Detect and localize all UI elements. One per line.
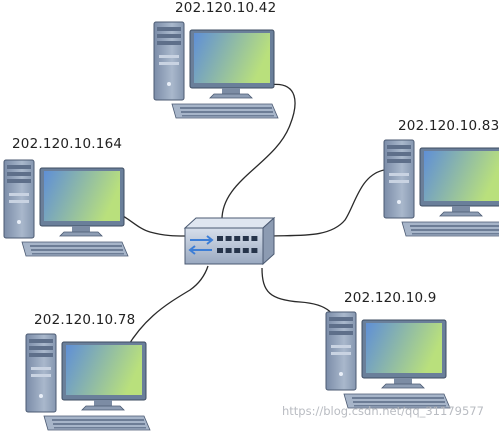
host-ip-bottom-right: 202.120.10.9 (344, 290, 437, 306)
computer-top (153, 21, 279, 119)
network-switch (183, 216, 276, 266)
switch-port (242, 236, 249, 241)
host-ip-top: 202.120.10.42 (175, 0, 277, 16)
switch-port (242, 248, 249, 253)
computer-bottom-right (325, 311, 451, 409)
switch-port (217, 248, 223, 253)
host-ip-right: 202.120.10.83 (398, 118, 499, 134)
cable-right (269, 169, 385, 237)
watermark-url: https://blog.csdn.net/qq_31179577 (282, 404, 484, 418)
switch-port (225, 248, 232, 253)
switch-port (225, 236, 232, 241)
computer-bottom-left (25, 333, 151, 431)
switch-port (234, 236, 241, 241)
switch-arrows-icon (188, 235, 214, 255)
switch-port (217, 236, 223, 241)
switch-port (251, 248, 258, 253)
host-ip-bottom-left: 202.120.10.78 (34, 312, 136, 328)
switch-ports (217, 236, 258, 253)
switch-port (251, 236, 258, 241)
computer-right (383, 139, 499, 237)
host-ip-left: 202.120.10.164 (12, 136, 123, 152)
computer-left (3, 159, 129, 257)
cable-bottom-left (119, 265, 209, 361)
cable-top (221, 83, 296, 223)
switch-port (234, 248, 241, 253)
